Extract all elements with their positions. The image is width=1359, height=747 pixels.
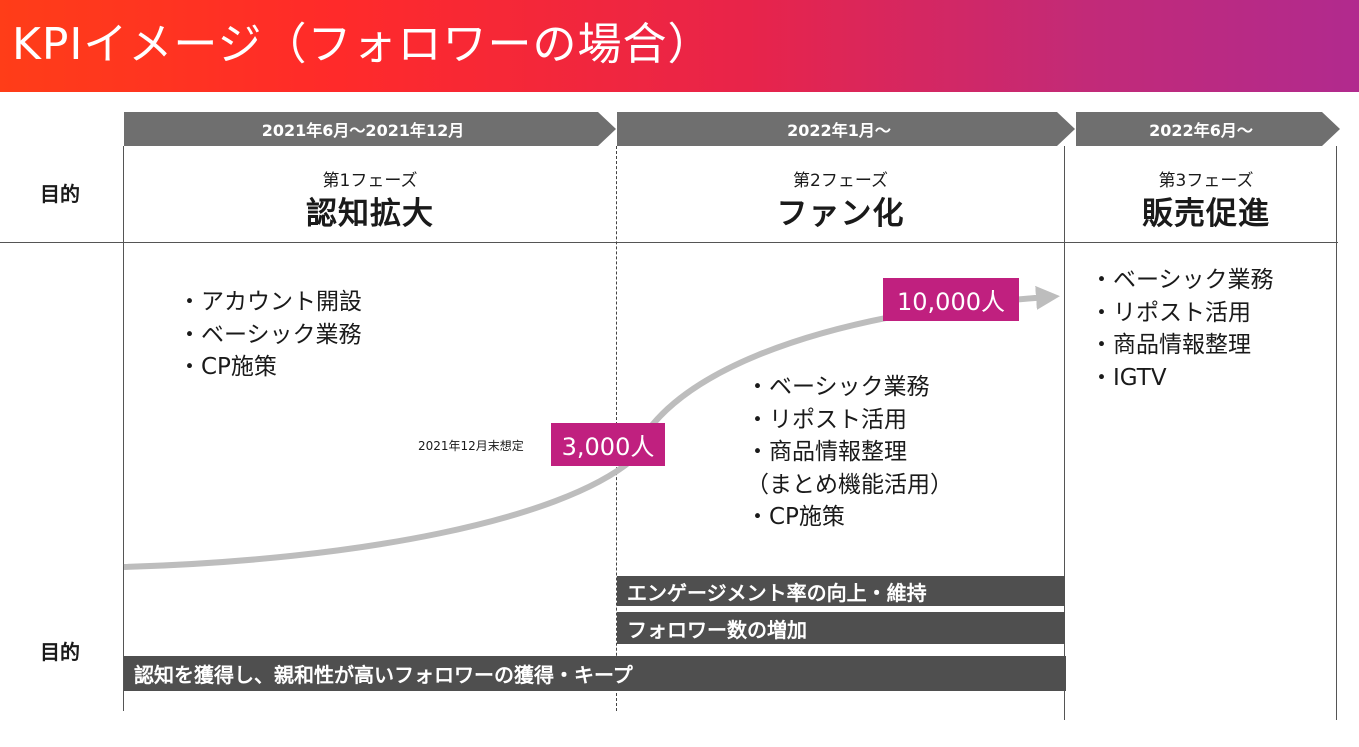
phase1-title: 認知拡大 xyxy=(306,196,434,232)
list-item: ・商品情報整理 xyxy=(1090,332,1251,358)
list-item: ・CP施策 xyxy=(746,504,845,530)
milestone-note: 2021年12月末想定 xyxy=(418,439,524,453)
goal-bar-awareness: 認知を獲得し、親和性が高いフォロワーの獲得・キープ xyxy=(124,656,1066,691)
list-item: ・商品情報整理 xyxy=(746,439,907,465)
list-item: ・CP施策 xyxy=(178,354,277,380)
list-item: （まとめ機能活用） xyxy=(746,471,953,498)
title-banner: KPIイメージ（フォロワーの場合） xyxy=(0,0,1359,92)
goal-bar-follower-growth: フォロワー数の増加 xyxy=(617,612,1065,644)
phase2-task-list: ・ベーシック業務 ・リポスト活用 ・商品情報整理 （まとめ機能活用） ・CP施策 xyxy=(746,371,953,534)
phase2-title: ファン化 xyxy=(776,196,905,232)
row-label-top: 目的 xyxy=(40,182,80,206)
divider-horizontal xyxy=(0,242,1338,243)
timeline-arrow-phase2: 2022年1月〜 xyxy=(617,112,1075,146)
timeline-arrow-phase1: 2021年6月〜2021年12月 xyxy=(124,112,616,146)
list-item: ・リポスト活用 xyxy=(746,406,907,433)
page-title: KPIイメージ（フォロワーの場合） xyxy=(12,19,713,70)
row-label-bottom: 目的 xyxy=(40,640,80,664)
divider-phase2-phase3 xyxy=(1064,146,1065,720)
list-item: ・IGTV xyxy=(1090,364,1167,391)
phase3-sub: 第3フェーズ xyxy=(1158,171,1254,191)
phase2-sub: 第2フェーズ xyxy=(793,171,888,191)
phase1-sub: 第1フェーズ xyxy=(322,171,418,191)
goal-bar-engagement: エンゲージメント率の向上・維持 xyxy=(617,576,1065,606)
phase3-task-list: ・ベーシック業務 ・リポスト活用 ・商品情報整理 ・IGTV xyxy=(1090,264,1274,394)
list-item: ・ベーシック業務 xyxy=(178,321,362,348)
milestone-badge-10000: 10,000人 xyxy=(883,278,1019,321)
divider-left xyxy=(123,146,124,711)
list-item: ・ベーシック業務 xyxy=(746,374,930,400)
list-item: ・アカウント開設 xyxy=(178,289,362,315)
list-item: ・リポスト活用 xyxy=(1090,299,1251,326)
phase1-task-list: ・アカウント開設 ・ベーシック業務 ・CP施策 xyxy=(178,286,362,384)
timeline-arrow-phase3: 2022年6月〜 xyxy=(1076,112,1340,146)
list-item: ・ベーシック業務 xyxy=(1090,267,1274,293)
divider-right xyxy=(1336,146,1337,720)
milestone-badge-3000: 3,000人 xyxy=(551,423,665,466)
phase3-title: 販売促進 xyxy=(1142,196,1270,232)
